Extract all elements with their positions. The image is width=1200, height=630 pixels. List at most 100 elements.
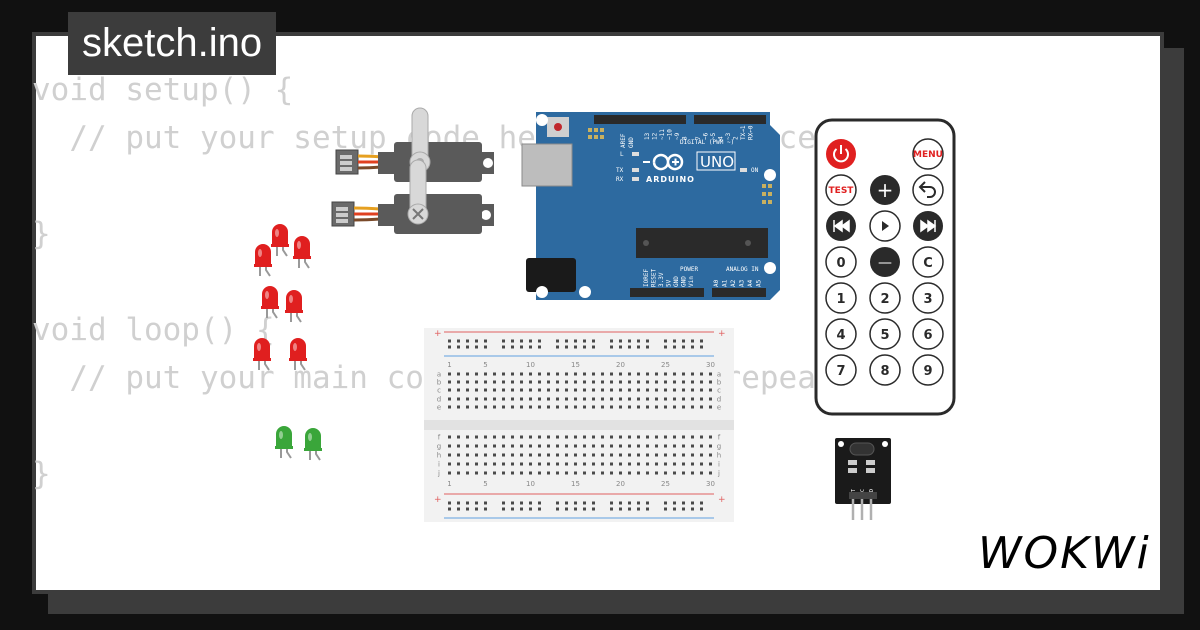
- digit-button-4[interactable]: 4: [825, 318, 857, 350]
- svg-text:+: +: [434, 329, 442, 339]
- digit-button-5[interactable]: 5: [869, 318, 901, 350]
- menu-button-label: MENU: [913, 150, 943, 160]
- red-led[interactable]: [293, 236, 311, 269]
- column-label: 5: [483, 361, 487, 369]
- red-led[interactable]: [289, 338, 307, 371]
- green-led[interactable]: [304, 428, 322, 461]
- pin-label: ~9: [674, 132, 681, 140]
- row-label: i: [438, 461, 440, 469]
- row-label: d: [437, 396, 441, 404]
- row-label: e: [437, 404, 441, 412]
- column-label: 25: [661, 480, 670, 488]
- wokwi-logo-text: WOKWi: [978, 528, 1151, 576]
- pin-label: 5V: [666, 279, 673, 287]
- row-label: g: [437, 443, 441, 451]
- zero-button[interactable]: 0: [825, 246, 857, 278]
- row-label: b: [437, 379, 442, 387]
- next-button[interactable]: [913, 211, 943, 241]
- digit-button-2[interactable]: 2: [869, 282, 901, 314]
- led-l-label: L: [620, 151, 624, 158]
- row-label: c: [717, 387, 721, 395]
- play-button[interactable]: [869, 210, 901, 242]
- digit-button-3[interactable]: 3: [912, 282, 944, 314]
- ir-receiver-module[interactable]: DAT VCC GND: [835, 438, 891, 520]
- led-tx-label: TX: [616, 167, 624, 174]
- pin-label: A4: [747, 279, 754, 287]
- row-label: a: [717, 371, 721, 379]
- code-line: void loop() {: [32, 312, 275, 348]
- digit-label: 0: [836, 256, 845, 271]
- digit-button-8[interactable]: 8: [869, 354, 901, 386]
- back-button[interactable]: [912, 174, 944, 206]
- red-led[interactable]: [253, 338, 271, 371]
- digit-label: 4: [836, 328, 845, 343]
- code-line: }: [32, 456, 51, 492]
- svg-text:+: +: [718, 329, 726, 339]
- digit-button-6[interactable]: 6: [912, 318, 944, 350]
- pin-label: 3.3V: [658, 272, 665, 287]
- digit-button-9[interactable]: 9: [912, 354, 944, 386]
- row-label: i: [718, 461, 720, 469]
- column-label: 5: [483, 480, 487, 488]
- play-icon: [882, 221, 889, 231]
- digit-button-1[interactable]: 1: [825, 282, 857, 314]
- row-label: j: [437, 470, 440, 478]
- pin-label: A0: [713, 279, 720, 287]
- digit-label: 6: [923, 328, 932, 343]
- pin-label: A5: [756, 279, 763, 287]
- digit-button-7[interactable]: 7: [825, 354, 857, 386]
- back-arrow-icon: [921, 186, 936, 198]
- green-led[interactable]: [275, 426, 293, 459]
- prev-button[interactable]: [826, 211, 856, 241]
- prev-track-icon: [833, 219, 850, 233]
- power-icon: [833, 145, 849, 163]
- pin-label: 2: [733, 136, 740, 140]
- digit-label: 1: [836, 292, 845, 307]
- column-label: 10: [526, 480, 535, 488]
- test-button[interactable]: TEST: [825, 174, 857, 206]
- clear-button[interactable]: C: [912, 246, 944, 278]
- column-label: 30: [706, 480, 715, 488]
- pin-label: ~10: [667, 129, 674, 140]
- column-label: 1: [447, 361, 451, 369]
- ir-remote[interactable]: MENU TEST + 0: [814, 118, 956, 416]
- wokwi-logo: WOKWi: [978, 528, 1151, 576]
- file-tab[interactable]: sketch.ino: [68, 12, 277, 75]
- pin-label: A1: [722, 279, 729, 287]
- row-label: g: [717, 443, 721, 451]
- pin-label: GND: [673, 276, 680, 287]
- red-led[interactable]: [285, 290, 303, 323]
- column-label: 20: [616, 480, 625, 488]
- row-label: h: [437, 452, 441, 460]
- pin-label: 4: [718, 136, 725, 140]
- red-led[interactable]: [261, 286, 279, 319]
- arduino-infinity-logo: [652, 153, 684, 171]
- red-led[interactable]: [271, 224, 289, 257]
- led-on-label: ON: [751, 167, 759, 174]
- row-label: b: [717, 379, 722, 387]
- minus-button-label: —: [878, 255, 892, 271]
- row-label: e: [717, 404, 721, 412]
- pin-label: IOREF: [643, 269, 650, 287]
- digital-header-label: DIGITAL (PWM ~): [680, 139, 734, 146]
- test-button-label: TEST: [829, 186, 855, 196]
- plus-button[interactable]: +: [870, 175, 900, 205]
- arduino-brand-label: ARDUINO: [646, 175, 695, 184]
- red-led[interactable]: [254, 244, 272, 277]
- menu-button[interactable]: MENU: [912, 138, 944, 170]
- svg-text:+: +: [434, 495, 442, 505]
- pin-label: ~5: [710, 132, 717, 140]
- digit-label: 5: [880, 328, 889, 343]
- pin-label: ~6: [703, 132, 710, 140]
- pin-label: GND: [681, 276, 688, 287]
- servo-motor[interactable]: [331, 159, 494, 234]
- power-button[interactable]: [826, 139, 856, 169]
- arduino-uno-board[interactable]: L TX RX ON DIGITAL (PWM ~) POWER ANALOG …: [521, 112, 780, 300]
- pin-label: 13: [644, 132, 651, 140]
- row-label: f: [438, 434, 441, 442]
- minus-button[interactable]: —: [870, 247, 900, 277]
- digit-label: 2: [880, 292, 889, 307]
- digit-label: 7: [836, 364, 845, 379]
